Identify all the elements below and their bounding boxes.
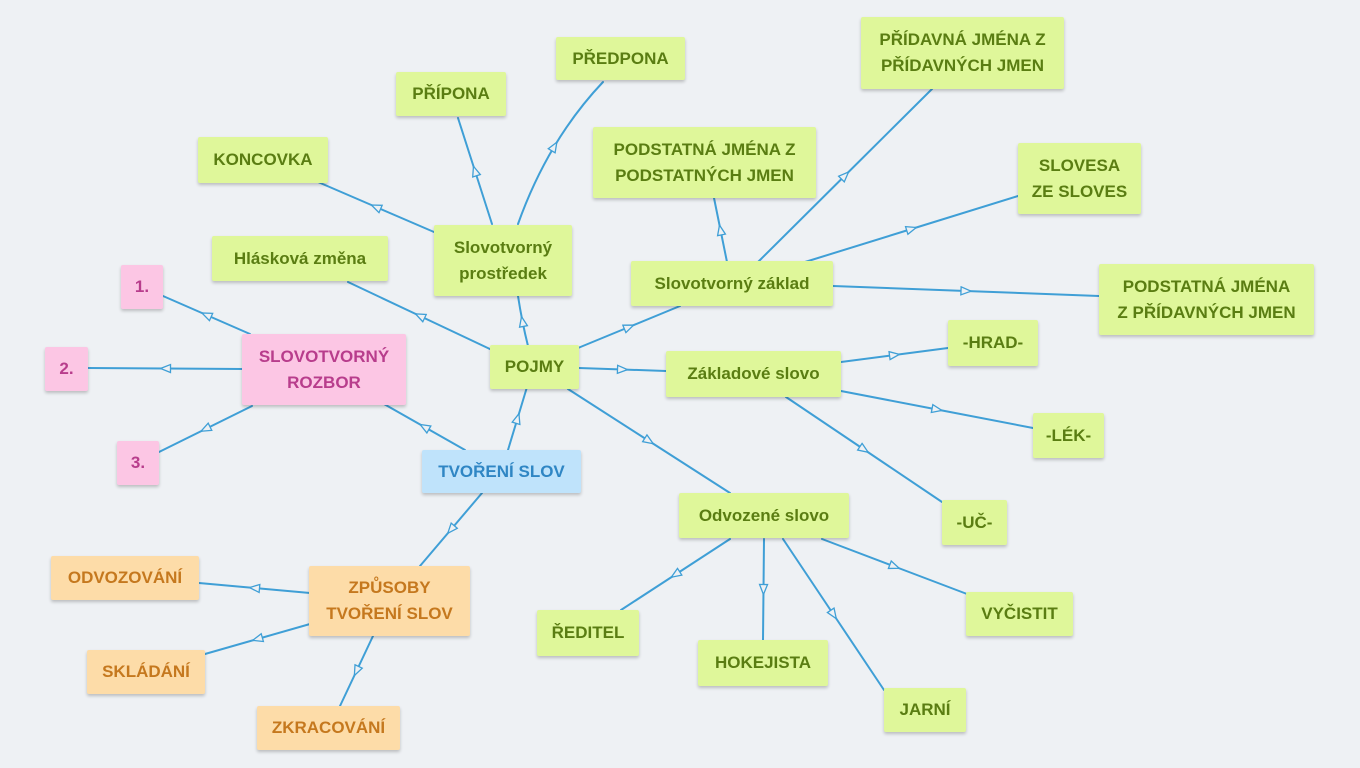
node-podstatna-jmena-z-pridavnych[interactable]: PODSTATNÁ JMÉNA Z PŘÍDAVNÝCH JMEN — [1099, 264, 1314, 335]
edge-tvoreni-pojmy — [507, 386, 528, 451]
edge-zakladove-uc — [785, 396, 943, 503]
node-slovesa-ze-sloves[interactable]: SLOVESA ZE SLOVES — [1018, 143, 1141, 214]
edge-zaklad-podst-prid — [832, 285, 1100, 297]
edge-odvozene-reditel — [620, 538, 731, 611]
node-pridavna-jmena-z-pridavnych[interactable]: PŘÍDAVNÁ JMÉNA Z PŘÍDAVNÝCH JMEN — [861, 17, 1064, 89]
node-zkracovani[interactable]: ZKRACOVÁNÍ — [257, 706, 400, 750]
edge-odvozene-jarni — [782, 538, 885, 691]
node-hrad[interactable]: -HRAD- — [948, 320, 1038, 366]
node-predpona[interactable]: PŘEDPONA — [556, 37, 685, 80]
node-tvoreni-slov[interactable]: TVOŘENÍ SLOV — [422, 450, 581, 493]
node-zpusoby-tvoreni-slov[interactable]: ZPŮSOBY TVOŘENÍ SLOV — [309, 566, 470, 636]
node-slovotvorny-prostredek[interactable]: Slovotvorný prostředek — [434, 225, 572, 296]
node-uc[interactable]: -UČ- — [942, 500, 1007, 545]
edge-zaklad-podst-podst — [713, 197, 728, 263]
edge-zaklad-slovesa — [804, 195, 1019, 263]
edge-pojmy-zakladove — [578, 368, 667, 371]
edge-prostredek-koncovka — [317, 181, 435, 233]
node-skladani[interactable]: SKLÁDÁNÍ — [87, 650, 205, 694]
edge-tvoreni-zpusoby — [419, 492, 483, 567]
edge-zakladove-hrad — [840, 347, 949, 363]
node-pripona[interactable]: PŘÍPONA — [396, 72, 506, 116]
edge-zakladove-lek — [840, 390, 1034, 429]
node-bod-3[interactable]: 3. — [117, 441, 159, 485]
node-slovotvorny-rozbor[interactable]: SLOVOTVORNÝ ROZBOR — [242, 334, 406, 405]
node-jarni[interactable]: JARNÍ — [884, 688, 966, 732]
node-pojmy[interactable]: POJMY — [490, 345, 579, 389]
node-podstatna-jmena-z-podstatnych[interactable]: PODSTATNÁ JMÉNA Z PODSTATNÝCH JMEN — [593, 127, 816, 198]
edge-pojmy-prostredek — [517, 295, 529, 347]
edge-pojmy-odvozene — [567, 388, 731, 494]
edge-zpusoby-zkracovani — [339, 635, 374, 707]
node-koncovka[interactable]: KONCOVKA — [198, 137, 328, 183]
edge-rozbor-3 — [158, 405, 253, 453]
node-bod-2[interactable]: 2. — [45, 347, 88, 391]
node-lek[interactable]: -LÉK- — [1033, 413, 1104, 458]
node-odvozene-slovo[interactable]: Odvozené slovo — [679, 493, 849, 538]
edge-rozbor-1 — [162, 295, 251, 335]
edge-zpusoby-skladani — [204, 623, 311, 655]
edge-pojmy-zaklad — [577, 305, 681, 349]
node-reditel[interactable]: ŘEDITEL — [537, 610, 639, 656]
edge-zpusoby-odvozovani — [198, 582, 311, 594]
node-zakladove-slovo[interactable]: Základové slovo — [666, 351, 841, 397]
edge-odvozene-hokejista — [763, 538, 764, 641]
node-hokejista[interactable]: HOKEJISTA — [698, 640, 828, 686]
edge-odvozene-vycistit — [821, 538, 968, 595]
edge-zaklad-pridavna — [757, 88, 933, 263]
edge-tvoreni-rozbor — [383, 403, 466, 451]
node-hlaskova-zmena[interactable]: Hlásková změna — [212, 236, 388, 281]
edge-prostredek-predpona — [517, 81, 604, 225]
edge-prostredek-pripona — [457, 117, 493, 225]
node-odvozovani[interactable]: ODVOZOVÁNÍ — [51, 556, 199, 600]
edge-rozbor-2 — [87, 368, 244, 369]
edge-pojmy-hlaskova — [347, 281, 493, 351]
node-vycistit[interactable]: VYČISTIT — [966, 592, 1073, 636]
node-slovotvorny-zaklad[interactable]: Slovotvorný základ — [631, 261, 833, 306]
node-bod-1[interactable]: 1. — [121, 265, 163, 309]
